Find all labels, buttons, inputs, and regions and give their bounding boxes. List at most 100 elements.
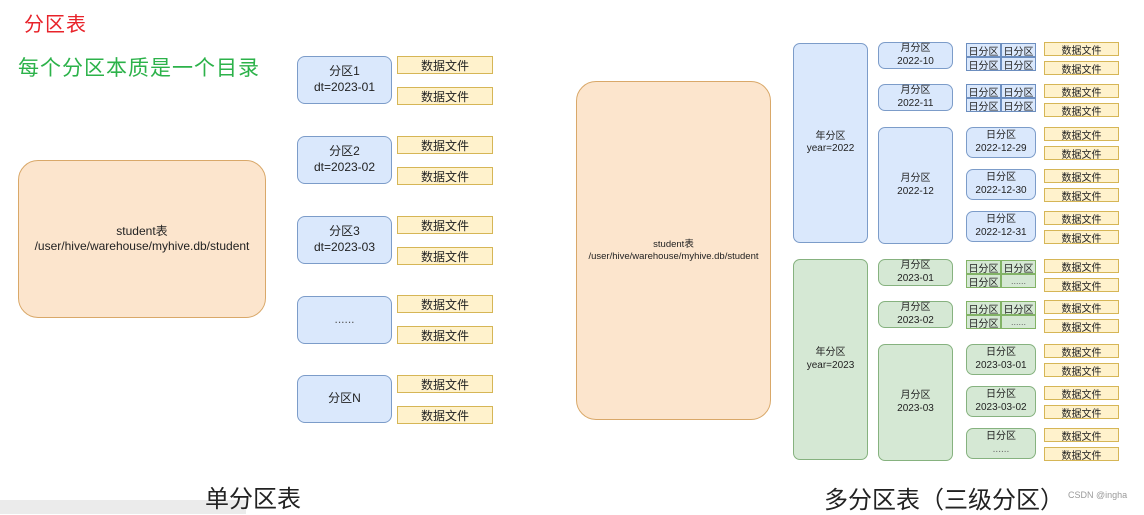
day-label: 日分区 [986,214,1016,225]
day-value: ...... [992,443,1010,455]
data-file: 数据文件 [1044,300,1119,315]
day-cell: 日分区 [966,260,1001,275]
left-partition-n: 分区N [297,375,392,423]
right-table-name: student表 [653,238,694,250]
month-value: 2023-01 [897,272,934,284]
day-value: 2023-03-02 [975,401,1027,413]
day-value: 2022-12-31 [975,226,1027,238]
left-table-path: /user/hive/warehouse/myhive.db/student [34,239,250,253]
partition-name: 分区N [328,391,361,406]
day-cell: 日分区 [1001,260,1036,275]
day-cell: 日分区 [966,57,1001,72]
right-caption: 多分区表（三级分区） [824,486,1064,514]
day-value: 2022-12-30 [975,184,1027,196]
data-file: 数据文件 [397,87,493,105]
month-value: 2023-03 [897,402,934,414]
data-file: 数据文件 [1044,319,1119,334]
year-value: year=2022 [806,143,855,154]
data-file: 数据文件 [397,216,493,234]
year-label: 年分区 [815,347,846,358]
day-cell-ellipsis: ...... [1001,315,1036,329]
day-cell: 日分区 [966,98,1001,113]
left-partition-1: 分区1 dt=2023-01 [297,56,392,104]
month-value: 2022-10 [897,55,934,67]
month-partition-2023-02: 月分区 2023-02 [878,301,953,328]
data-file: 数据文件 [1044,363,1119,378]
data-file: 数据文件 [397,167,493,185]
data-file: 数据文件 [397,136,493,154]
partition-value: dt=2023-01 [313,80,376,94]
month-label: 月分区 [900,85,931,96]
day-partition-2022-12-31: 日分区 2022-12-31 [966,211,1036,242]
month-partition-2022-10: 月分区 2022-10 [878,42,953,69]
month-label: 月分区 [900,260,931,271]
day-cell: 日分区 [1001,98,1036,113]
day-label: 日分区 [986,130,1016,141]
data-file: 数据文件 [397,295,493,313]
data-file: 数据文件 [1044,103,1119,118]
data-file: 数据文件 [397,375,493,393]
month-partition-2023-01: 月分区 2023-01 [878,259,953,286]
data-file: 数据文件 [1044,230,1119,245]
month-value: 2022-12 [897,185,934,197]
day-partition-2022-12-30: 日分区 2022-12-30 [966,169,1036,200]
data-file: 数据文件 [1044,405,1119,420]
left-table-box: student表 /user/hive/warehouse/myhive.db/… [18,160,266,318]
data-file: 数据文件 [1044,84,1119,99]
day-partition-2022-12-29: 日分区 2022-12-29 [966,127,1036,158]
month-partition-2022-12: 月分区 2022-12 [878,127,953,244]
partition-name: ...... [334,312,355,327]
day-cell-ellipsis: ...... [1001,274,1036,288]
left-partition-3: 分区3 dt=2023-03 [297,216,392,264]
partition-name: 分区3 [329,224,360,239]
data-file: 数据文件 [1044,344,1119,359]
month-value: 2023-02 [897,314,934,326]
data-file: 数据文件 [1044,447,1119,462]
year-label: 年分区 [815,130,846,142]
month-label: 月分区 [900,302,931,313]
scroll-bar-strip [0,500,246,514]
page-title: 分区表 [24,12,87,36]
month-label: 月分区 [900,173,931,184]
data-file: 数据文件 [397,406,493,424]
partition-name: 分区1 [329,64,360,79]
partition-value: dt=2023-02 [313,160,376,174]
data-file: 数据文件 [1044,259,1119,274]
data-file: 数据文件 [397,247,493,265]
data-file: 数据文件 [1044,428,1119,443]
watermark: CSDN @ingha [1068,490,1128,500]
data-file: 数据文件 [1044,188,1119,203]
day-cell: 日分区 [966,84,1001,99]
year-value: year=2023 [806,359,855,371]
day-value: 2023-03-01 [975,359,1027,371]
day-cell: 日分区 [966,274,1001,289]
month-value: 2022-11 [897,97,934,109]
day-label: 日分区 [986,389,1016,400]
right-table-box: student表 /user/hive/warehouse/myhive.db/… [576,81,771,420]
left-table-name: student表 [116,224,168,238]
data-file: 数据文件 [1044,278,1119,293]
month-partition-2022-11: 月分区 2022-11 [878,84,953,111]
day-value: 2022-12-29 [975,142,1027,154]
day-label: 日分区 [986,172,1016,183]
data-file: 数据文件 [397,56,493,74]
day-cell: 日分区 [1001,43,1036,58]
day-partition-2023-03-01: 日分区 2023-03-01 [966,344,1036,375]
month-partition-2023-03: 月分区 2023-03 [878,344,953,461]
month-label: 月分区 [900,390,931,401]
day-cell: 日分区 [966,43,1001,58]
partition-name: 分区2 [329,144,360,159]
day-cell: 日分区 [1001,57,1036,72]
data-file: 数据文件 [1044,61,1119,76]
day-partition-ellipsis: 日分区 ...... [966,428,1036,459]
left-caption: 单分区表 [205,485,301,513]
data-file: 数据文件 [1044,169,1119,184]
data-file: 数据文件 [1044,211,1119,226]
left-partition-ellipsis: ...... [297,296,392,344]
partition-value: dt=2023-03 [313,240,376,254]
right-table-path: /user/hive/warehouse/myhive.db/student [588,250,759,262]
day-label: 日分区 [986,347,1016,358]
data-file: 数据文件 [1044,386,1119,401]
page-subtitle: 每个分区本质是一个目录 [18,56,260,80]
day-label: 日分区 [986,431,1016,442]
